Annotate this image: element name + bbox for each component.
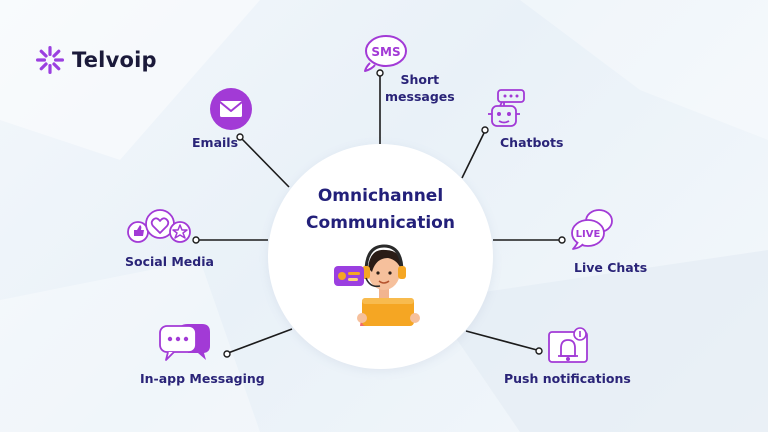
center-title: Omnichannel Communication [268, 183, 493, 237]
brand-logo: Telvoip [34, 44, 157, 76]
envelope-icon [210, 88, 252, 130]
sms-bubble-icon: SMS [364, 35, 407, 72]
center-title-line1: Omnichannel [317, 186, 444, 206]
endpoint-social [192, 236, 200, 244]
label-live-chats: Live Chats [574, 260, 648, 275]
label-short-messages-line2: messages [385, 89, 455, 104]
connector-emails [240, 137, 290, 188]
sms-badge-text: SMS [371, 45, 400, 59]
endpoint-emails [236, 133, 244, 141]
robot-icon [488, 89, 525, 127]
brand-name: Telvoip [72, 48, 157, 72]
chat-bubbles-icon [159, 324, 210, 361]
label-short-messages: Short messages [385, 71, 455, 105]
label-push-notifications: Push notifications [504, 371, 631, 386]
label-social-media: Social Media [125, 254, 214, 269]
telvoip-logo-icon [36, 46, 64, 74]
center-title-line2: Communication [306, 213, 455, 233]
label-chatbots: Chatbots [500, 135, 564, 150]
endpoint-chatbots [481, 126, 489, 134]
connector-chatbots [461, 132, 485, 179]
live-badge-text: LIVE [576, 229, 601, 240]
label-emails: Emails [192, 135, 239, 150]
endpoint-push [535, 347, 543, 355]
support-agent-illustration [334, 244, 420, 326]
connector-push [465, 330, 538, 351]
live-chat-icon: LIVE [571, 209, 613, 250]
endpoint-live [558, 236, 566, 244]
social-reactions-icon [127, 209, 191, 243]
label-in-app-messaging: In-app Messaging [140, 371, 265, 386]
label-short-messages-line1: Short [400, 72, 440, 87]
bell-notification-icon [548, 327, 588, 363]
endpoint-sms [376, 69, 384, 77]
connector-inapp [227, 328, 293, 354]
endpoint-inapp [223, 350, 231, 358]
